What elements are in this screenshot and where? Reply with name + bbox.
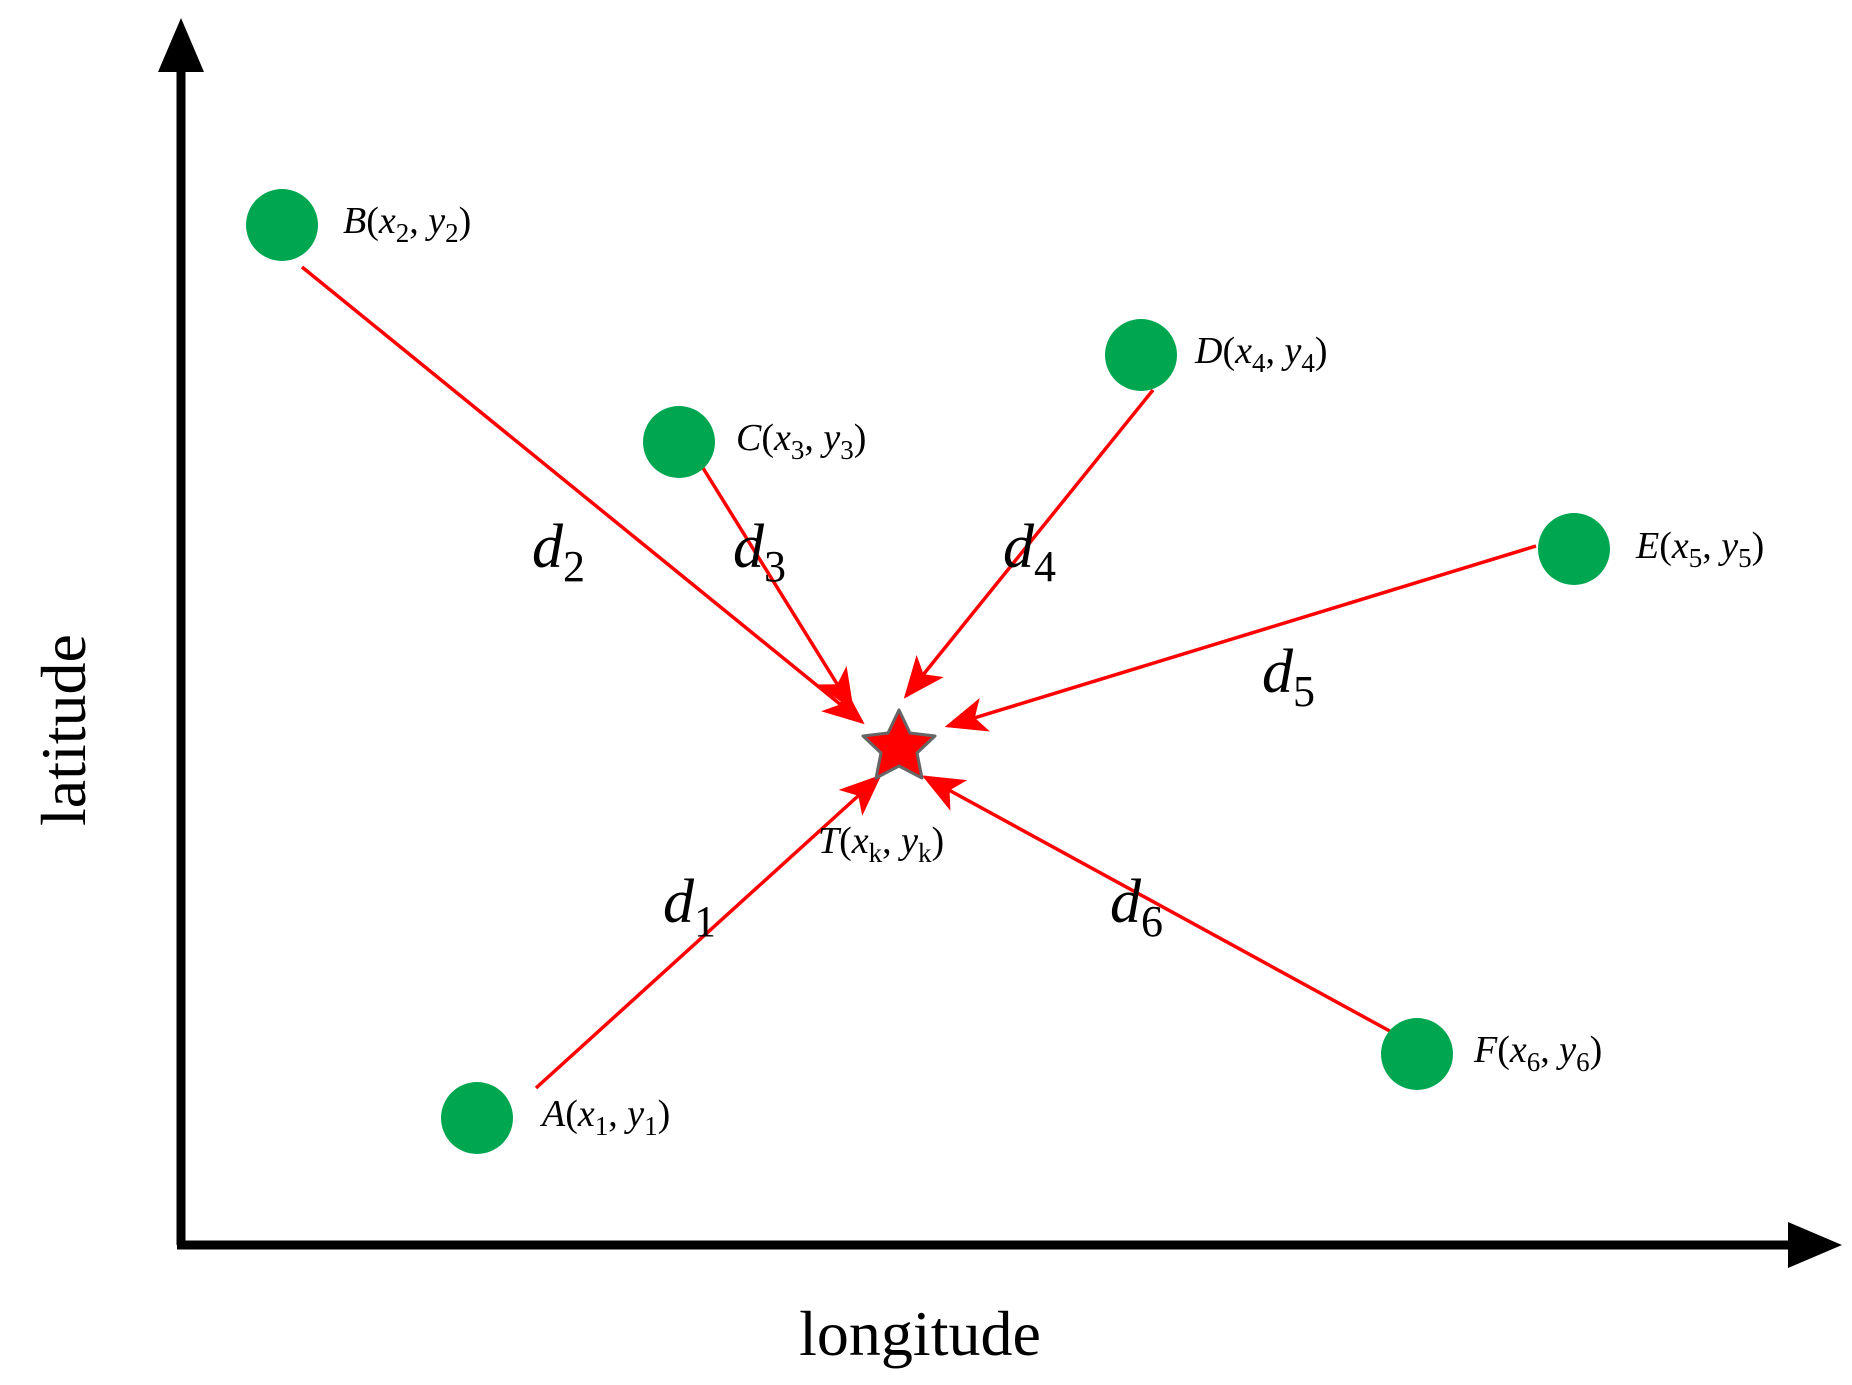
- distance-label-d4: d4: [1003, 513, 1056, 591]
- target-star-icon: [861, 708, 937, 780]
- axes: longitude latitude: [28, 18, 1842, 1369]
- target-label: T(xk, yk): [818, 820, 944, 868]
- distance-label-d6: d6: [1110, 868, 1163, 946]
- node-label-a: A(x1, y1): [539, 1093, 670, 1141]
- distance-label-d3: d3: [733, 513, 786, 591]
- node-e: [1538, 513, 1610, 585]
- node-c: [643, 406, 715, 478]
- distance-labels: d1 d2 d3 d4 d5 d6: [532, 513, 1315, 946]
- node-f: [1381, 1018, 1453, 1090]
- target: T(xk, yk): [818, 708, 944, 868]
- node-d: [1105, 319, 1177, 391]
- node-label-d: D(x4, y4): [1194, 330, 1328, 378]
- node-a: [441, 1082, 513, 1154]
- node-label-b: B(x2, y2): [343, 200, 471, 248]
- edge-a: [534, 774, 882, 1090]
- node-label-f: F(x6, y6): [1473, 1029, 1602, 1077]
- y-axis-label: latitude: [28, 634, 99, 826]
- node-labels: A(x1, y1) B(x2, y2) C(x3, y3) D(x4, y4) …: [343, 200, 1764, 1141]
- y-axis-arrow-icon: [158, 18, 204, 72]
- nodes: [246, 189, 1610, 1154]
- edges: [300, 265, 1537, 1090]
- node-label-c: C(x3, y3): [736, 417, 866, 465]
- x-axis-label: longitude: [799, 1298, 1041, 1369]
- edge-f: [921, 775, 1398, 1037]
- distance-label-d5: d5: [1262, 638, 1315, 716]
- distance-label-d1: d1: [663, 868, 716, 946]
- node-b: [246, 189, 318, 261]
- distance-label-d2: d2: [532, 513, 585, 591]
- edge-c: [701, 467, 854, 711]
- edge-b: [300, 265, 865, 725]
- edge-d: [903, 388, 1155, 699]
- edge-e: [944, 544, 1537, 732]
- node-label-e: E(x5, y5): [1635, 525, 1764, 573]
- x-axis-arrow-icon: [1788, 1222, 1842, 1268]
